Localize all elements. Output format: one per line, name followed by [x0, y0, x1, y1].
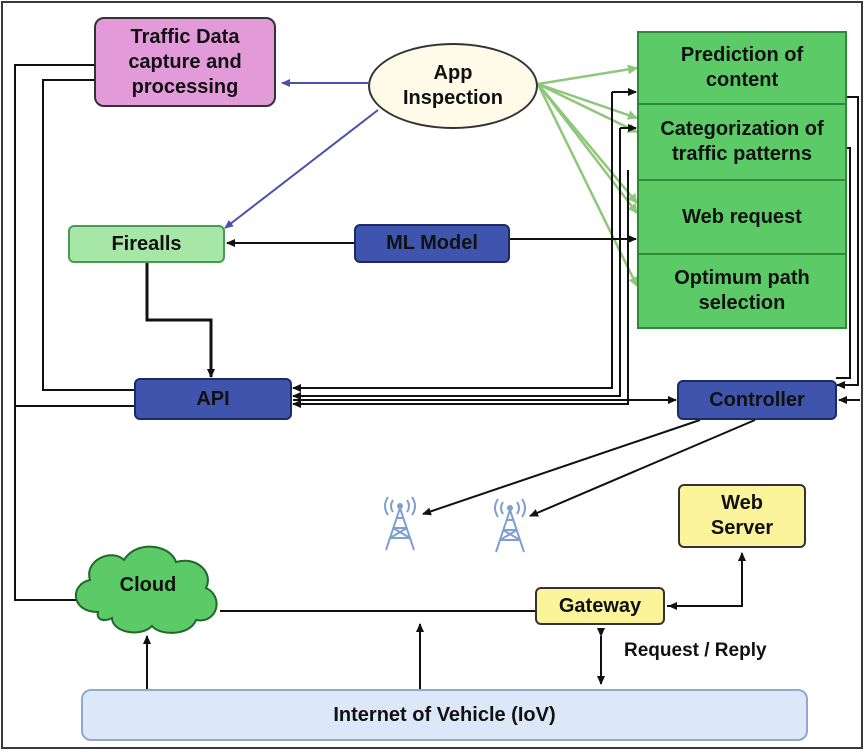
edge-firewalls-to-api [145, 263, 215, 378]
node-cloud-label: Cloud [119, 574, 177, 596]
cloud-shape [74, 545, 218, 634]
node-traffic-capture: Traffic Data capture and processing [94, 17, 276, 107]
edge-controller-to-tower-1 [422, 419, 701, 516]
node-optimum-path: Optimum path selection [637, 253, 847, 329]
edge-app-to-firewalls [224, 109, 379, 229]
node-web-server: Web Server [678, 484, 806, 548]
node-iov: Internet of Vehicle (IoV) [81, 689, 808, 741]
node-ml-model: ML Model [354, 224, 510, 263]
node-web-request: Web request [637, 179, 847, 255]
node-firewalls: Firealls [68, 225, 225, 263]
edge-label-request-reply: Request / Reply [624, 640, 767, 661]
antenna-tower-icon [384, 496, 416, 551]
antenna-tower-icon [494, 498, 526, 553]
node-prediction: Prediction of content [637, 31, 847, 105]
node-app-inspection: App Inspection [368, 43, 538, 129]
node-gateway: Gateway [535, 587, 665, 625]
node-controller: Controller [677, 380, 837, 420]
edge-gateway-webserver [667, 552, 746, 607]
node-categorization: Categorization of traffic patterns [637, 103, 847, 181]
edge-controller-to-tower-2 [529, 419, 756, 517]
edge-panel-to-controller [836, 96, 860, 404]
node-api: API [134, 378, 292, 420]
edge-api-panel [292, 88, 637, 408]
edge-app-to-panel [536, 64, 639, 287]
edge-traffic-api-loop [14, 64, 135, 601]
